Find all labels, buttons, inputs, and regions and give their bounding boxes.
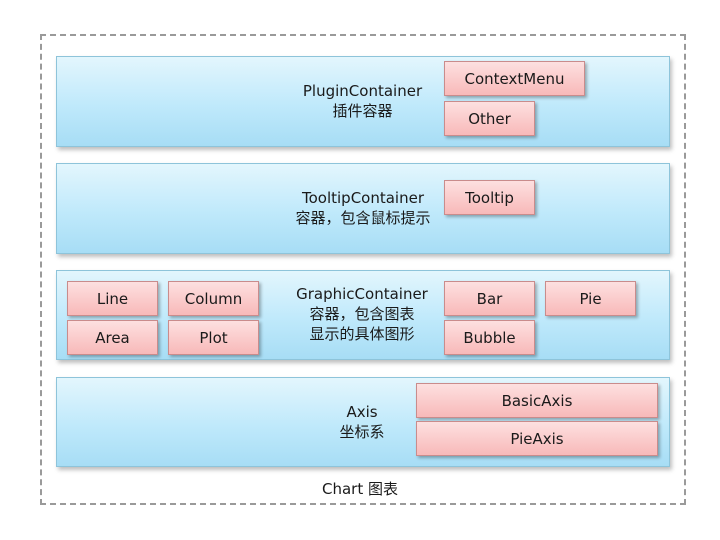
- tooltip-container-subtitle: 容器，包含鼠标提示: [295, 209, 431, 227]
- tooltip-box: Tooltip: [444, 180, 535, 215]
- basicaxis-box: BasicAxis: [416, 383, 658, 418]
- tooltip-container-band: [56, 163, 670, 254]
- graphic-container-label: GraphicContainer 容器，包含图表 显示的具体图形: [292, 284, 432, 344]
- plugin-container-title: PluginContainer: [302, 82, 423, 100]
- pie-box: Pie: [545, 281, 636, 316]
- chart-container: [40, 34, 686, 505]
- column-box: Column: [168, 281, 259, 316]
- axis-subtitle: 坐标系: [339, 423, 385, 441]
- axis-title: Axis: [346, 403, 378, 421]
- area-box: Area: [67, 320, 158, 355]
- other-box: Other: [444, 101, 535, 136]
- contextmenu-box: ContextMenu: [444, 61, 585, 96]
- pieaxis-box: PieAxis: [416, 421, 658, 456]
- bubble-box: Bubble: [444, 320, 535, 355]
- chart-label: Chart 图表: [322, 480, 398, 498]
- bar-box: Bar: [444, 281, 535, 316]
- plugin-container-label: PluginContainer 插件容器: [290, 81, 435, 121]
- plot-box: Plot: [168, 320, 259, 355]
- tooltip-container-label: TooltipContainer 容器，包含鼠标提示: [278, 188, 448, 228]
- graphic-container-title: GraphicContainer: [296, 285, 428, 303]
- line-box: Line: [67, 281, 158, 316]
- tooltip-container-title: TooltipContainer: [301, 189, 424, 207]
- graphic-container-subtitle-2: 显示的具体图形: [309, 325, 415, 343]
- graphic-container-subtitle-1: 容器，包含图表: [309, 305, 415, 323]
- axis-label: Axis 坐标系: [322, 402, 402, 442]
- plugin-container-subtitle: 插件容器: [332, 102, 393, 120]
